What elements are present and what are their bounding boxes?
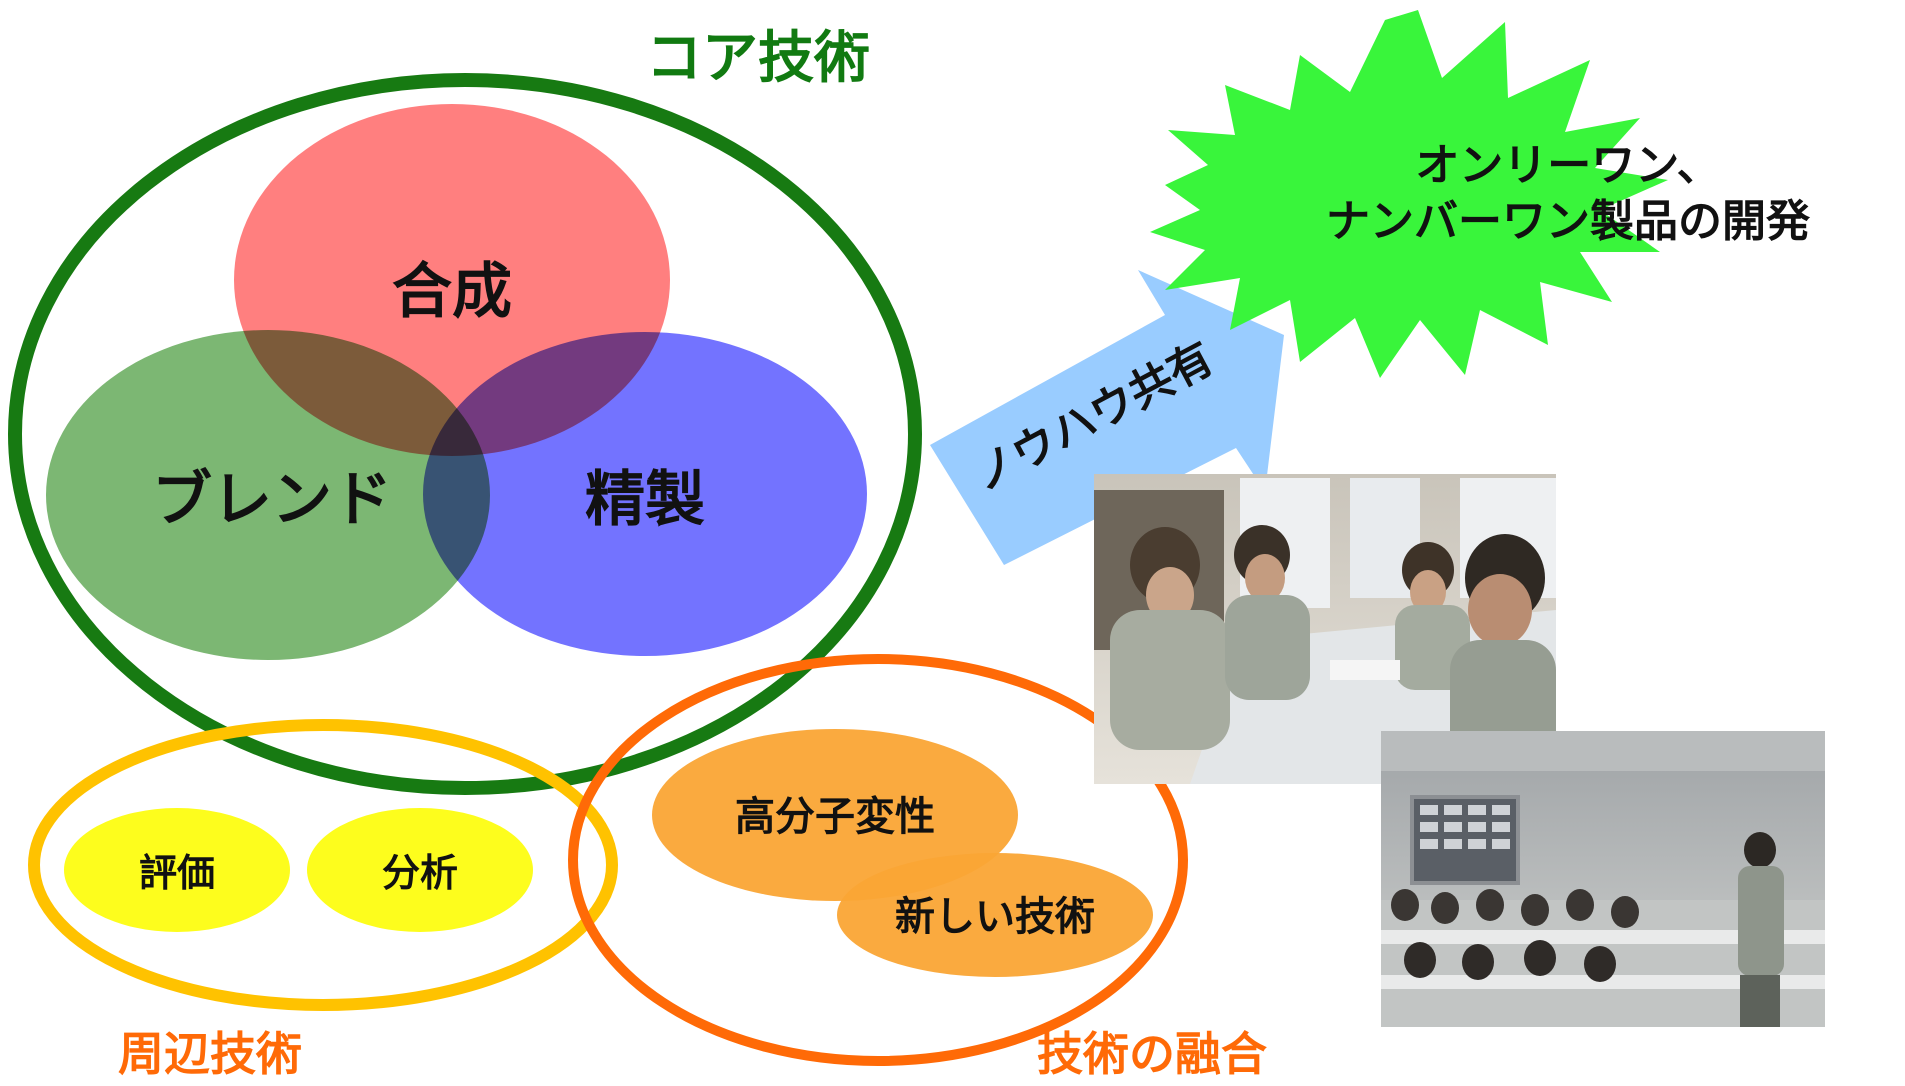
core-technology-ring [8,73,922,795]
goal-starburst [1150,10,1668,378]
evaluation-circle [64,808,290,932]
technology-fusion-title: 技術の融合 [1037,1027,1267,1081]
goal-line-2: ナンバーワン製品の開発 [1326,196,1811,247]
technology-fusion-group: 高分子変性 新しい技術 技術の融合 [568,654,1267,1081]
analysis-label: 分析 [382,851,458,895]
core-technology-title: コア技術 [646,26,870,91]
analysis-circle [307,808,533,932]
technology-fusion-ring [568,654,1188,1066]
evaluation-label: 評価 [139,851,215,895]
knowhow-arrow [930,270,1284,565]
peripheral-technology-title: 周辺技術 [118,1027,302,1081]
synthesis-label: 合成 [392,257,512,327]
purification-circle [423,332,867,656]
peripheral-technology-ring [28,719,618,1011]
blend-circle [46,330,490,660]
peripheral-technology-group: 評価 分析 周辺技術 [28,719,618,1081]
goal-burst-group: オンリーワン、 ナンバーワン製品の開発 [1150,10,1811,378]
polymer-modification-label: 高分子変性 [735,794,935,840]
new-technology-label: 新しい技術 [895,894,1095,940]
purification-label: 精製 [585,465,705,535]
seminar-photo [1381,731,1825,1027]
goal-line-1: オンリーワン、 [1415,140,1720,191]
polymer-modification-circle [652,729,1018,901]
core-technology-group: コア技術 合成 ブレンド 精製 [8,26,922,795]
new-technology-circle [837,853,1153,977]
blend-label: ブレンド [152,465,392,535]
